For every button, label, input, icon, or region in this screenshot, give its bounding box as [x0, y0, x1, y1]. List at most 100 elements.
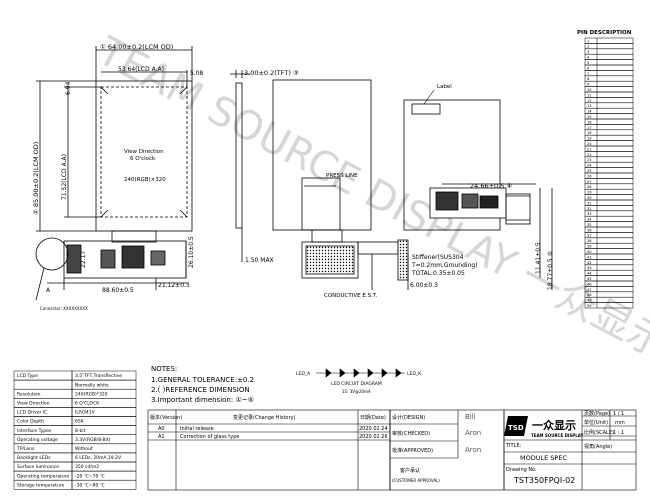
spec-value: 350 cd/m2	[75, 464, 99, 470]
spec-cell	[71, 479, 137, 490]
revision-text: 版本(Version) 变更记录(Change History) 日期(Date…	[150, 413, 481, 483]
pin-number: 17	[587, 126, 592, 130]
pin-number: 38	[587, 239, 592, 243]
rev-0-record: Initial release	[180, 426, 214, 432]
pin-number: 2	[587, 45, 589, 49]
dim-right-offset: 5.08	[190, 70, 204, 77]
pin-number: 21	[587, 147, 592, 151]
pin-row	[584, 210, 634, 217]
pin-row	[584, 269, 634, 276]
spec-value: -30 ℃~80 ℃	[75, 482, 105, 488]
spec-key: Surface luminance	[17, 464, 59, 470]
notes: NOTES: 1.GENERAL TOLERANCE:±0.2 2.( )REF…	[151, 365, 254, 404]
rev-1-record: Correction of glass type	[180, 434, 239, 440]
led-circuit	[316, 368, 405, 378]
check-label: 审核(CHECKED)	[392, 430, 430, 437]
label-tag: Label	[437, 84, 452, 90]
pin-number: 10	[587, 88, 592, 92]
approve-label: 批准(APPROVED)	[392, 447, 433, 454]
pin-number: 30	[587, 196, 592, 200]
revision-table	[147, 409, 637, 491]
pin-row	[584, 275, 634, 282]
notes-title: NOTES:	[151, 365, 177, 373]
logo-en: TEAM SOURCE DISPLAY	[531, 433, 583, 438]
pin-number: 26	[587, 174, 592, 178]
pin-row	[584, 178, 634, 185]
spec-key: Operating voltage	[17, 437, 58, 443]
pin-number: 34	[587, 218, 592, 222]
panel-resolution: 240(RGB)×320	[124, 177, 166, 183]
dim-2217: 22.17	[80, 251, 87, 268]
pin-row	[584, 302, 634, 309]
pin-number: 44	[587, 272, 592, 276]
pin-row	[584, 237, 634, 244]
pin-number: 9	[587, 83, 590, 87]
rev-head-record: 变更记录(Change History)	[233, 414, 295, 421]
pin-row	[584, 264, 634, 271]
pin-number: 49	[587, 299, 592, 303]
pin-row	[584, 129, 634, 136]
titleblock-text: 页数(Page) 1 / 1 单位(Unit) mm 比例(SCALE) 1 :…	[505, 410, 625, 485]
pin-number: 7	[587, 72, 589, 76]
spec-key: LCD Type	[17, 373, 38, 379]
pin-number: 11	[587, 93, 592, 97]
pin-row	[584, 140, 634, 147]
pin-number: 50	[587, 304, 592, 308]
dim-8860: 88.60±0.5	[102, 287, 134, 294]
pin-number: 8	[587, 77, 590, 81]
stiffener-2: T=0.2mm,Grounding)	[411, 262, 478, 269]
pin-row	[584, 156, 634, 163]
pin-number: 41	[587, 255, 592, 259]
watermark: TEAM SOURCE DISPLAY 一众显示	[89, 28, 650, 369]
unit-label: 单位(Unit)	[584, 419, 608, 426]
dim-2466: 24.66±0.5 ④	[470, 182, 512, 190]
design-label: 设计(DESIGN)	[392, 414, 425, 421]
note-3: 3.Important dimension: ①~⑤	[151, 396, 254, 404]
right-view	[403, 99, 553, 290]
spec-value: ILI9341V	[75, 410, 96, 416]
pin-number: 19	[587, 137, 592, 141]
conductive: CONDUCTIVE E.S.T.	[324, 293, 378, 299]
dim-aa-height: 71.52(LCD A.A)	[61, 154, 68, 200]
stiffener-3: TOTAL:0.35±0.05	[411, 270, 465, 277]
pin-row	[584, 70, 634, 77]
pin-table: PIN DESCRIPTION 123456789101112131415161…	[577, 30, 634, 309]
spec-key: Color Depth	[17, 419, 44, 425]
pin-number: 31	[587, 201, 592, 205]
pin-number: 20	[587, 142, 592, 146]
dim-thickness: 3.00±0.2(TFT) ③	[244, 69, 299, 77]
pin-row	[584, 53, 634, 60]
title-label: TITLE:	[505, 443, 522, 449]
view-direction: View Direction	[124, 149, 164, 155]
spec-key: Backlight LEDs	[17, 455, 51, 461]
detail-label-a: A	[46, 287, 51, 294]
pin-row	[584, 48, 634, 55]
pin-number: 3	[587, 50, 589, 54]
spec-key: Resolution	[17, 391, 41, 397]
spec-value: Normally white	[75, 382, 109, 388]
pin-row	[584, 199, 634, 206]
pin-row	[584, 167, 634, 174]
note-2: 2.( )REFERENCE DIMENSION	[151, 386, 250, 394]
dim-2112: 21.12±0.3	[158, 282, 190, 289]
pin-number: 46	[587, 282, 592, 286]
pin-number: 4	[587, 56, 590, 60]
pin-number: 1	[587, 39, 589, 43]
pin-row	[584, 151, 634, 158]
spec-value: 3.5"TFT,Transflective	[75, 373, 122, 379]
drawing-label: Drawing No.	[506, 467, 537, 473]
pin-row	[584, 161, 634, 168]
pin-number: 47	[587, 288, 592, 292]
pin-row	[584, 232, 634, 239]
press-line: PRESS LINE	[326, 173, 358, 179]
customer-label: 客户承认	[400, 467, 420, 474]
pin-row	[584, 215, 634, 222]
spec-value: Without	[75, 446, 93, 452]
drawing-no: TST350FPQI-02	[513, 476, 575, 485]
spec-value: 6 LEDs, 20mA,19.2V	[75, 455, 122, 461]
pin-number: 45	[587, 277, 592, 281]
pin-number: 12	[587, 99, 592, 103]
pin-row	[584, 91, 634, 98]
